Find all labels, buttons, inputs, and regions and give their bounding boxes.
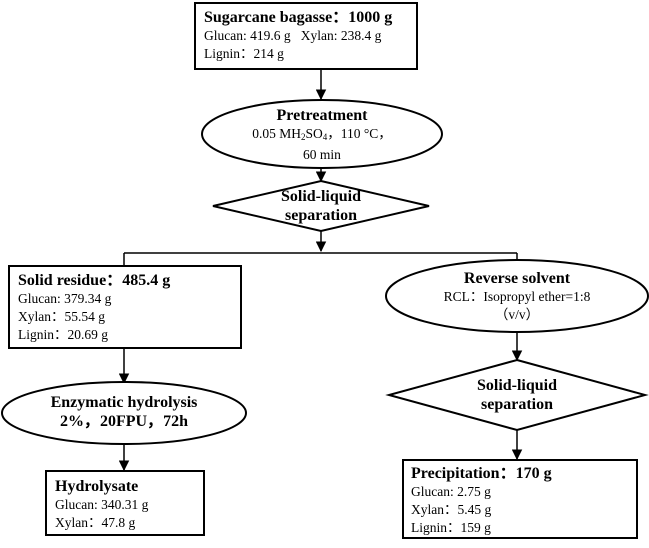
solid-residue-box: Solid residue：485.4 g Glucan: 379.34 g X…: [8, 265, 242, 349]
separation-2-line1: Solid-liquid: [476, 377, 558, 394]
bagasse-composition-row: Glucan: 419.6 g Xylan: 238.4 g: [204, 27, 416, 45]
precipitation-title-name: Precipitation: [411, 465, 500, 482]
hydrolysate-box: Hydrolysate Glucan: 340.31 g Xylan：47.8 …: [45, 470, 205, 536]
hydrolysate-title: Hydrolysate: [55, 478, 139, 495]
precipitation-xylan: Xylan：5.45 g: [411, 502, 492, 517]
pretreatment-label: Pretreatment 0.05 MH2SO4，110 °C， 60 min: [212, 106, 432, 164]
pretreatment-cond-mid: SO: [305, 126, 323, 141]
bagasse-glucan: Glucan: 419.6 g: [204, 28, 291, 43]
bagasse-title-sep: ：: [332, 9, 349, 26]
pretreatment-conditions: 0.05 MH2SO4，110 °C，: [212, 125, 432, 146]
residue-title-value: 485.4 g: [122, 272, 171, 289]
hydrolysate-glucan: Glucan: 340.31 g: [55, 497, 149, 512]
pretreatment-title: Pretreatment: [276, 107, 368, 124]
pretreatment-cond-sub1: 2: [300, 132, 306, 142]
sugarcane-bagasse-box: Sugarcane bagasse：1000 g Glucan: 419.6 g…: [194, 2, 418, 70]
residue-title-sep: ：: [106, 272, 123, 289]
pretreatment-time: 60 min: [303, 147, 341, 162]
bagasse-title-value: 1000 g: [348, 9, 393, 26]
enzymatic-title: Enzymatic hydrolysis: [50, 394, 198, 411]
bagasse-title-name: Sugarcane bagasse: [204, 9, 333, 26]
separation-2-label: Solid-liquid separation: [447, 376, 587, 414]
reverse-solvent-label: Reverse solvent RCL：Isopropyl ether=1:8 …: [397, 269, 637, 324]
precipitation-title: Precipitation：170 g: [411, 464, 636, 483]
pretreatment-cond-post: ，110 °C，: [327, 126, 392, 141]
separation-1-line1: Solid-liquid: [280, 188, 362, 205]
separation-1-line2: separation: [285, 207, 357, 224]
precipitation-title-value: 170 g: [515, 465, 552, 482]
reverse-solvent-unit: （v/v）: [494, 307, 540, 322]
pretreatment-cond-pre: 0.05 MH: [252, 126, 301, 141]
enzymatic-label: Enzymatic hydrolysis 2%，20FPU，72h: [14, 393, 234, 431]
residue-glucan: Glucan: 379.34 g: [18, 291, 112, 306]
precipitation-glucan: Glucan: 2.75 g: [411, 484, 491, 499]
enzymatic-conditions: 2%，20FPU，72h: [59, 413, 188, 430]
residue-lignin: Lignin：20.69 g: [18, 327, 108, 342]
precipitation-lignin: Lignin：159 g: [411, 520, 491, 535]
separation-1-label: Solid-liquid separation: [251, 187, 391, 225]
bagasse-lignin: Lignin：214 g: [204, 46, 284, 61]
reverse-solvent-title: Reverse solvent: [463, 270, 571, 287]
bagasse-xylan: Xylan: 238.4 g: [300, 28, 382, 43]
residue-xylan: Xylan：55.54 g: [18, 309, 105, 324]
hydrolysate-xylan: Xylan：47.8 g: [55, 515, 136, 530]
bagasse-title: Sugarcane bagasse：1000 g: [204, 8, 416, 27]
precipitation-box: Precipitation：170 g Glucan: 2.75 g Xylan…: [402, 459, 638, 539]
precipitation-title-sep: ：: [499, 465, 516, 482]
pretreatment-ellipse: [201, 99, 443, 169]
pretreatment-cond-sub2: 4: [322, 132, 328, 142]
reverse-solvent-ratio: RCL：Isopropyl ether=1:8: [443, 289, 591, 304]
residue-title-name: Solid residue: [18, 272, 107, 289]
residue-title: Solid residue：485.4 g: [18, 271, 240, 290]
separation-2-line2: separation: [481, 396, 553, 413]
